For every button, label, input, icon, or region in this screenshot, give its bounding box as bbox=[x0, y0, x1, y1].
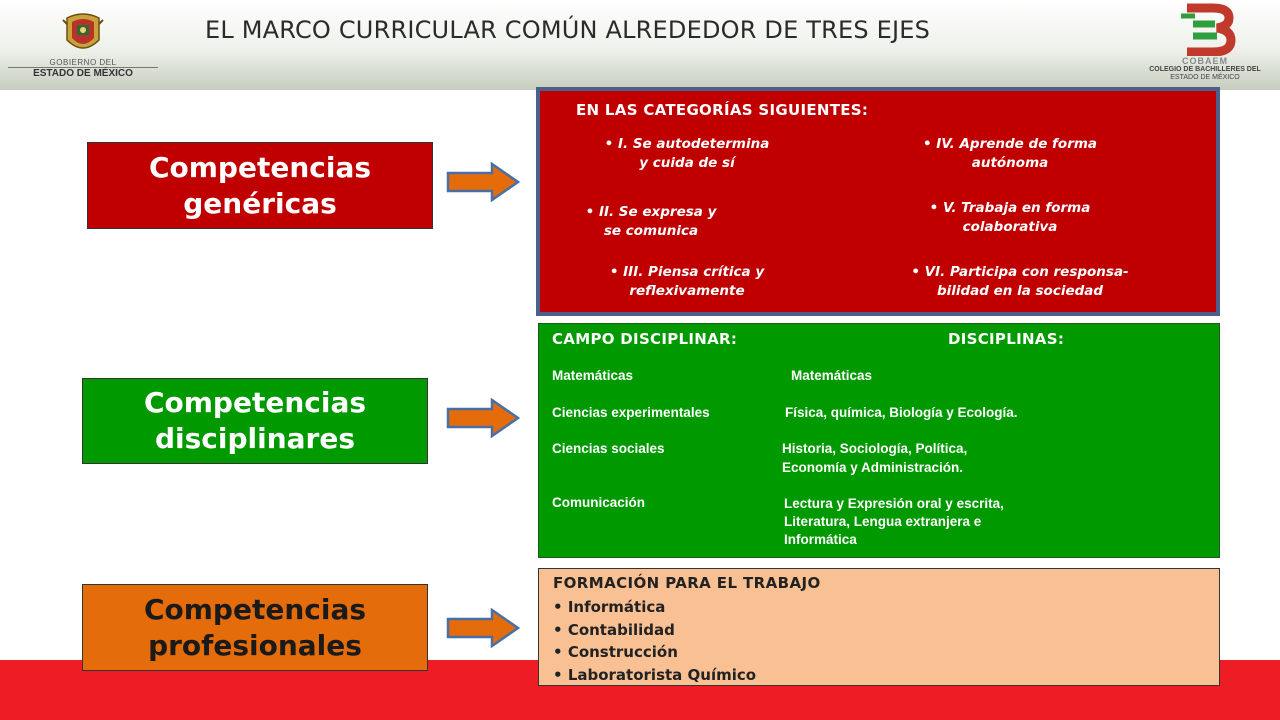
formacion-title: FORMACIÓN PARA EL TRABAJO bbox=[553, 574, 821, 592]
coat-of-arms-icon bbox=[62, 13, 104, 49]
campo-name: Ciencias experimentales bbox=[552, 405, 710, 420]
arrow-right-icon bbox=[446, 608, 520, 648]
logo-right-line2: COLEGIO DE BACHILLERES DEL bbox=[1149, 66, 1261, 73]
disciplina-line: Economía y Administración. bbox=[782, 460, 964, 475]
categorias-panel: EN LAS CATEGORÍAS SIGUIENTES: • I. Se au… bbox=[536, 87, 1220, 316]
categoria-line: • III. Piensa crítica y bbox=[609, 264, 765, 280]
categoria-item: • II. Se expresa y se comunica bbox=[546, 203, 796, 241]
categoria-item: • I. Se autodetermina y cuida de sí bbox=[562, 135, 812, 173]
categoria-line: • IV. Aprende de forma bbox=[922, 136, 1098, 152]
disciplina-line: Física, química, Biología y Ecología. bbox=[785, 405, 1018, 420]
profesionales-line2: profesionales bbox=[148, 628, 362, 662]
disciplinares-line2: disciplinares bbox=[154, 422, 356, 455]
campo-name: Ciencias sociales bbox=[552, 441, 665, 456]
campo-name: Matemáticas bbox=[552, 368, 634, 383]
slide-header: GOBIERNO DEL ESTADO DE MÉXICO EL MARCO C… bbox=[0, 0, 1280, 90]
campos-disciplinares-panel: CAMPO DISCIPLINAR: DISCIPLINAS: Matemáti… bbox=[538, 323, 1220, 558]
categoria-line: bilidad en la sociedad bbox=[936, 283, 1104, 299]
list-item: Construcción bbox=[553, 641, 756, 664]
categoria-item: • VI. Participa con responsa- bilidad en… bbox=[885, 263, 1155, 301]
cobaem-b-icon bbox=[1181, 3, 1236, 56]
logo-left-line1: GOBIERNO DEL bbox=[49, 58, 117, 67]
list-item: Contabilidad bbox=[553, 619, 756, 642]
logo-left-line2: ESTADO DE MÉXICO bbox=[8, 67, 158, 79]
disciplina-line: Informática bbox=[784, 532, 857, 547]
disciplina-line: Literatura, Lengua extranjera e bbox=[784, 514, 982, 529]
formacion-list: Informática Contabilidad Construcción La… bbox=[553, 596, 756, 686]
categoria-line: • I. Se autodetermina bbox=[604, 136, 770, 152]
categoria-line: autónoma bbox=[971, 155, 1049, 171]
genericas-line2: genéricas bbox=[183, 186, 337, 220]
slide-title: EL MARCO CURRICULAR COMÚN ALREDEDOR DE T… bbox=[205, 16, 931, 44]
cobaem-logo: COBAEM COLEGIO DE BACHILLERES DEL ESTADO… bbox=[1132, 2, 1278, 90]
logo-right-line3: ESTADO DE MÉXICO bbox=[1170, 74, 1240, 81]
genericas-line1: Competencias bbox=[148, 150, 372, 184]
campo-name: Comunicación bbox=[552, 495, 646, 510]
categoria-line: • V. Trabaja en forma bbox=[929, 200, 1091, 216]
categorias-title: EN LAS CATEGORÍAS SIGUIENTES: bbox=[576, 101, 869, 119]
categoria-line: se comunica bbox=[603, 223, 699, 239]
arrow-right-icon bbox=[446, 162, 520, 202]
disciplina-line: Historia, Sociología, Política, bbox=[782, 441, 968, 456]
categoria-item: • IV. Aprende de forma autónoma bbox=[885, 135, 1135, 173]
disciplina-line: Lectura y Expresión oral y escrita, bbox=[784, 496, 1004, 511]
competencias-genericas-label: Competencias genéricas bbox=[87, 142, 433, 229]
competencias-disciplinares-label: Competencias disciplinares bbox=[82, 378, 428, 464]
disciplinas-header: DISCIPLINAS: bbox=[948, 330, 1065, 348]
list-item: Informática bbox=[553, 596, 756, 619]
disciplina-line: Matemáticas bbox=[791, 368, 873, 383]
campo-header: CAMPO DISCIPLINAR: bbox=[552, 330, 738, 348]
categoria-line: colaborativa bbox=[962, 219, 1058, 235]
list-item: Laboratorista Químico bbox=[553, 664, 756, 687]
gobierno-logo: GOBIERNO DEL ESTADO DE MÉXICO bbox=[8, 10, 158, 84]
categoria-item: • III. Piensa crítica y reflexivamente bbox=[562, 263, 812, 301]
arrow-right-icon bbox=[446, 398, 520, 438]
profesionales-line1: Competencias bbox=[143, 592, 367, 626]
categoria-line: reflexivamente bbox=[629, 283, 745, 299]
competencias-profesionales-label: Competencias profesionales bbox=[82, 584, 428, 671]
logo-right-line1: COBAEM bbox=[1182, 56, 1228, 66]
formacion-trabajo-panel: FORMACIÓN PARA EL TRABAJO Informática Co… bbox=[538, 568, 1220, 686]
categoria-line: • II. Se expresa y bbox=[585, 204, 717, 220]
categoria-line: • VI. Participa con responsa- bbox=[911, 264, 1129, 280]
categoria-line: y cuida de sí bbox=[639, 155, 735, 171]
categoria-item: • V. Trabaja en forma colaborativa bbox=[885, 199, 1135, 237]
disciplinares-line1: Competencias bbox=[143, 386, 367, 419]
